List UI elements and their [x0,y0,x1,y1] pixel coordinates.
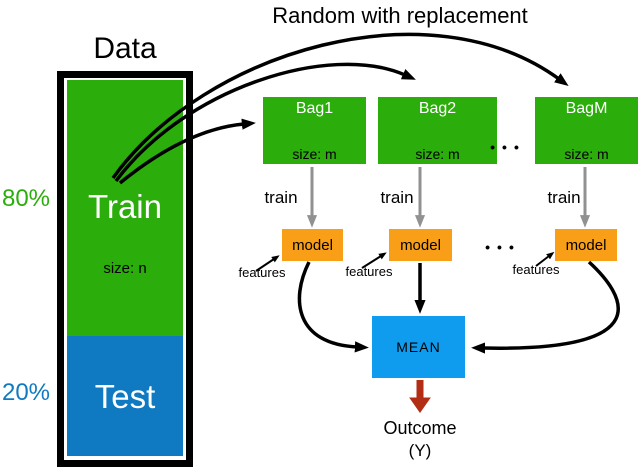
model-1-box: model [282,229,343,261]
model-2-box: model [389,229,452,261]
bag-1-size: size: m [292,146,337,162]
train-arrow-label-m: train [547,188,581,207]
train-percent-label: 80% [1,185,51,212]
diagram-title: Random with replacement [272,3,528,28]
train-arrow-label-1: train [264,188,298,207]
bag-m-size: size: m [564,146,609,162]
bag-m-label: BagM [565,100,608,117]
outcome-label: Outcome [383,418,457,438]
bag-1-box: Bag1 size: m [263,97,366,164]
outcome-block: Outcome (Y) [368,418,472,461]
mean-box: MEAN [372,316,465,378]
outcome-y-label: (Y) [408,441,432,460]
train-region: Train size: n [67,80,183,336]
features-label-m: features [512,262,560,277]
train-label: Train [88,188,162,225]
bag-2-label: Bag2 [418,100,457,117]
models-ellipsis: ••• [485,239,521,255]
data-rectangle: Train size: n Test [57,71,193,467]
test-percent-label: 20% [1,379,51,406]
test-region: Test [67,336,183,456]
bag-1-label: Bag1 [295,100,334,117]
bag-m-box: BagM size: m [535,97,638,164]
train-size-label: size: n [103,260,147,277]
data-panel-title: Data [93,32,157,65]
train-arrow-label-2: train [380,188,414,207]
model-m-box: model [555,229,617,261]
features-label-1: features [238,265,286,280]
bag-2-size: size: m [415,146,460,162]
features-label-2: features [345,264,393,279]
test-label: Test [94,378,156,415]
bags-ellipsis: ••• [490,139,526,155]
bag-2-box: Bag2 size: m [378,97,497,164]
